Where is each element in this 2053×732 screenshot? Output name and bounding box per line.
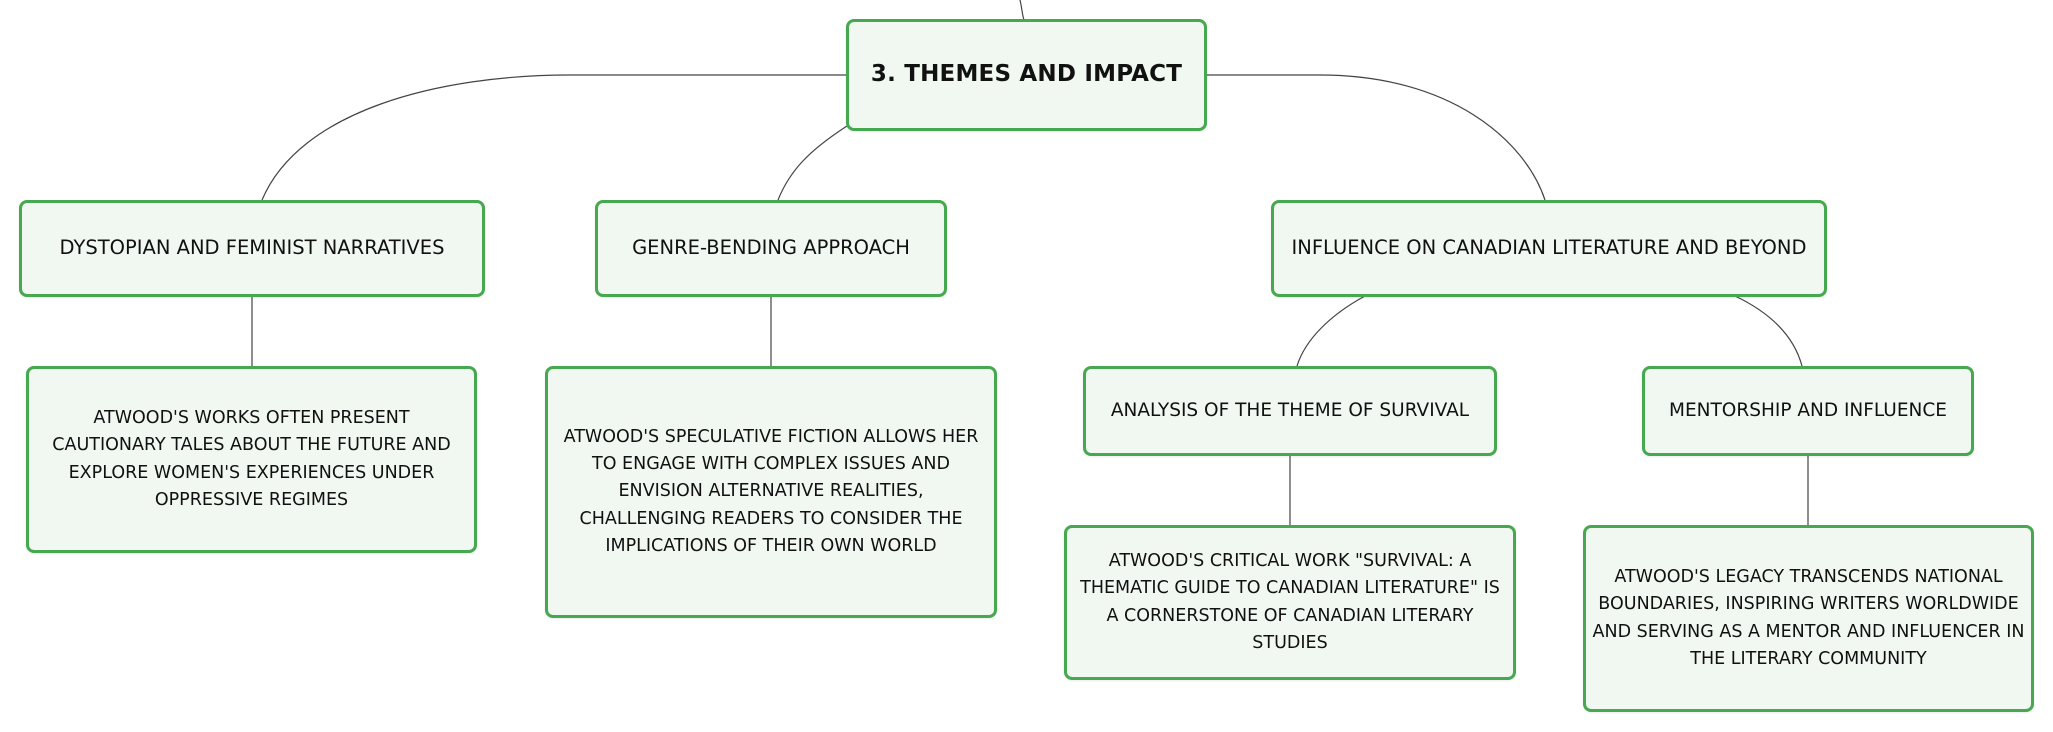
branch-node-label: DYSTOPIAN AND FEMINIST NARRATIVES: [59, 236, 445, 260]
branch-node-genre[interactable]: GENRE-BENDING APPROACH: [595, 200, 947, 297]
connector-influence-to-survival: [1296, 295, 1366, 367]
branch-node-label: INFLUENCE ON CANADIAN LITERATURE AND BEY…: [1291, 236, 1807, 260]
connector-parent-above: [1019, 0, 1025, 21]
detail-node-text: ATWOOD'S WORKS OFTEN PRESENT CAUTIONARY …: [52, 408, 451, 510]
branch-node-label: GENRE-BENDING APPROACH: [632, 236, 910, 260]
connector-influence-to-mentorship: [1734, 295, 1803, 367]
sub-node-label: ANALYSIS OF THE THEME OF SURVIVAL: [1110, 399, 1470, 421]
branch-node-dystopian[interactable]: DYSTOPIAN AND FEMINIST NARRATIVES: [19, 200, 485, 297]
detail-node-mentorship[interactable]: ATWOOD'S LEGACY TRANSCENDS NATIONAL BOUN…: [1583, 525, 2034, 712]
connector-root-to-dystopian: [261, 74, 847, 201]
detail-node-survival[interactable]: ATWOOD'S CRITICAL WORK "SURVIVAL: A THEM…: [1064, 525, 1516, 680]
connector-root-to-genre: [777, 125, 848, 201]
detail-node-genre[interactable]: ATWOOD'S SPECULATIVE FICTION ALLOWS HER …: [545, 366, 997, 618]
sub-node-survival[interactable]: ANALYSIS OF THE THEME OF SURVIVAL: [1083, 366, 1497, 456]
detail-node-dystopian[interactable]: ATWOOD'S WORKS OFTEN PRESENT CAUTIONARY …: [26, 366, 477, 553]
sub-node-mentorship[interactable]: MENTORSHIP AND INFLUENCE: [1642, 366, 1974, 456]
root-node[interactable]: 3. THEMES AND IMPACT: [846, 19, 1207, 131]
detail-node-text: ATWOOD'S CRITICAL WORK "SURVIVAL: A THEM…: [1080, 551, 1500, 653]
connector-root-to-influence: [1205, 74, 1546, 201]
branch-node-influence[interactable]: INFLUENCE ON CANADIAN LITERATURE AND BEY…: [1271, 200, 1827, 297]
root-node-label: 3. THEMES AND IMPACT: [870, 61, 1183, 88]
detail-node-text: ATWOOD'S LEGACY TRANSCENDS NATIONAL BOUN…: [1592, 567, 2025, 669]
detail-node-text: ATWOOD'S SPECULATIVE FICTION ALLOWS HER …: [563, 427, 979, 556]
sub-node-label: MENTORSHIP AND INFLUENCE: [1669, 399, 1947, 421]
